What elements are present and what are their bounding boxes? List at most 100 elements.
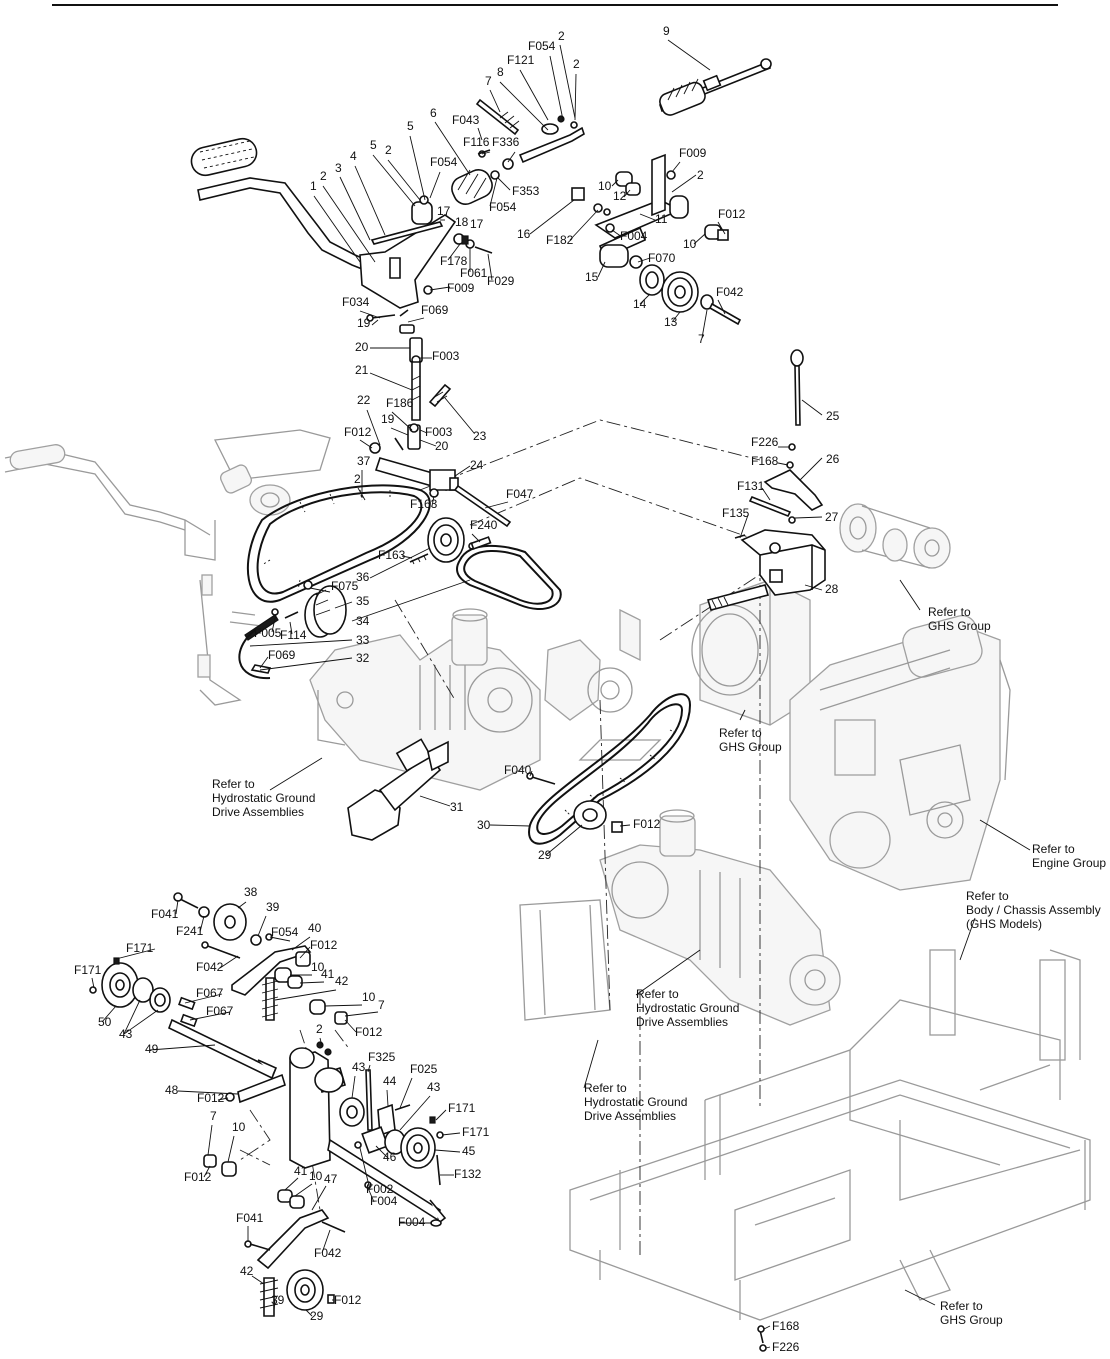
ghost-hydro-right — [599, 809, 841, 1026]
ghost-handle-left — [4, 429, 331, 706]
part-label-lbl-6: 6 — [430, 106, 437, 120]
part-label-lbl-23: 23 — [473, 429, 487, 443]
idler-detail-assembly — [89, 892, 767, 1352]
part-label-lbl-2-hl: 2 — [385, 143, 392, 157]
part-label-lbl-F168-bot: F168 — [772, 1319, 800, 1333]
arm-47 — [256, 1209, 330, 1270]
part-label-lbl-F171-c: F171 — [448, 1101, 476, 1115]
part-label-lbl-2-mid: 2 — [354, 472, 361, 486]
part-label-lbl-4: 4 — [350, 149, 357, 163]
part-label-lbl-F043: F043 — [452, 113, 480, 127]
reference-note-line: Hydrostatic Ground — [636, 1001, 739, 1015]
reference-note-line: (GHS Models) — [966, 917, 1042, 931]
part-label-lbl-20-top: 20 — [355, 340, 369, 354]
part-label-lbl-43-a: 43 — [119, 1027, 133, 1041]
part-label-lbl-F226-top: F226 — [751, 435, 779, 449]
part-label-lbl-F042-r: F042 — [716, 285, 744, 299]
reference-note-line: Hydrostatic Ground — [584, 1095, 687, 1109]
control-rod-assembly — [369, 337, 512, 528]
part-label-lbl-F325: F325 — [368, 1050, 396, 1064]
part-label-lbl-44: 44 — [383, 1074, 397, 1088]
part-label-lbl-F069-mid: F069 — [268, 648, 296, 662]
part-label-lbl-48: 48 — [165, 1083, 179, 1097]
part-label-lbl-F067-a: F067 — [196, 986, 224, 1000]
part-label-lbl-2-r: 2 — [697, 168, 704, 182]
part-label-lbl-F054-top: F054 — [528, 39, 556, 53]
part-label-lbl-45: 45 — [462, 1144, 476, 1158]
part-label-lbl-F042-d: F042 — [314, 1246, 342, 1260]
part-label-lbl-25: 25 — [826, 409, 840, 423]
part-label-lbl-F012-f: F012 — [197, 1091, 225, 1105]
part-label-lbl-F163-b: F163 — [378, 548, 406, 562]
reference-note-line: Drive Assemblies — [584, 1109, 676, 1123]
bracket-26 — [763, 469, 824, 511]
idler-bracket-assembly — [571, 153, 742, 326]
grip-3 — [190, 137, 258, 177]
part-label-lbl-F042-c: F042 — [196, 960, 224, 974]
bolt-F047 — [453, 484, 512, 528]
part-label-lbl-F029: F029 — [487, 274, 515, 288]
arm-40 — [231, 945, 312, 996]
part-label-lbl-22: 22 — [357, 393, 371, 407]
part-label-lbl-43-b: 43 — [352, 1060, 366, 1074]
belt-pulley-assembly — [238, 484, 562, 680]
part-label-lbl-21: 21 — [355, 363, 369, 377]
part-label-lbl-F114: F114 — [280, 628, 307, 642]
part-label-lbl-19-mid: 19 — [381, 412, 395, 426]
part-label-lbl-F012-r: F012 — [718, 207, 746, 221]
part-label-lbl-F054-b: F054 — [489, 200, 517, 214]
part-label-lbl-F012-e: F012 — [355, 1025, 383, 1039]
part-label-lbl-32: 32 — [356, 651, 370, 665]
spring-42a — [261, 977, 279, 1021]
part-label-lbl-10-r2: 10 — [683, 237, 697, 251]
reference-note-line: Drive Assemblies — [636, 1015, 728, 1029]
reference-note-line: Hydrostatic Ground — [212, 791, 315, 805]
belt-30 — [528, 693, 692, 845]
part-label-lbl-27: 27 — [825, 510, 839, 524]
part-label-lbl-F047: F047 — [506, 487, 534, 501]
part-label-lbl-F054-c: F054 — [271, 925, 299, 939]
part-label-lbl-9: 9 — [663, 24, 670, 38]
part-label-lbl-F178: F178 — [440, 254, 468, 268]
part-label-lbl-16: 16 — [517, 227, 531, 241]
dipstick-25 — [790, 349, 804, 367]
part-label-lbl-F002: F002 — [366, 1182, 394, 1196]
part-label-lbl-F041-b: F041 — [236, 1211, 264, 1225]
reference-note-line: Drive Assemblies — [212, 805, 304, 819]
part-label-lbl-F040: F040 — [504, 763, 532, 777]
part-label-lbl-37: 37 — [357, 454, 371, 468]
ghost-assemblies — [4, 429, 1091, 1321]
part-label-lbl-42-b: 42 — [240, 1264, 254, 1278]
part-label-lbl-30: 30 — [477, 818, 491, 832]
part-label-lbl-F171-a: F171 — [126, 941, 154, 955]
part-label-lbl-F132: F132 — [454, 1167, 482, 1181]
part-label-lbl-36: 36 — [356, 570, 370, 584]
part-label-lbl-F353: F353 — [512, 184, 540, 198]
part-label-lbl-33: 33 — [356, 633, 370, 647]
part-label-lbl-49: 49 — [145, 1042, 159, 1056]
part-label-lbl-F034: F034 — [342, 295, 370, 309]
part-label-lbl-46: 46 — [383, 1150, 397, 1164]
part-label-lbl-20-mid: 20 — [435, 439, 449, 453]
part-label-lbl-14: 14 — [633, 297, 647, 311]
ghost-engine — [789, 614, 1011, 891]
part-label-lbl-F003-top: F003 — [432, 349, 460, 363]
part-label-lbl-38: 38 — [244, 885, 258, 899]
part-label-lbl-10-c4: 10 — [309, 1169, 323, 1183]
gearbox-assembly — [706, 349, 826, 611]
part-label-lbl-10-c1: 10 — [311, 960, 325, 974]
part-label-lbl-40: 40 — [308, 921, 322, 935]
part-label-lbl-F012-d: F012 — [310, 938, 338, 952]
assembly-dash-lines — [239, 419, 806, 1255]
part-label-lbl-F054-mid: F054 — [430, 155, 458, 169]
part-label-lbl-F004-r: F004 — [620, 229, 648, 243]
part-label-lbl-F240: F240 — [470, 518, 498, 532]
part-label-lbl-F226-bot: F226 — [772, 1340, 800, 1354]
spring-23 — [428, 383, 452, 408]
